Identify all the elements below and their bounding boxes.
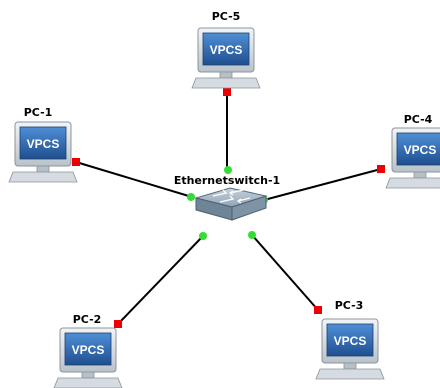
- port-status-down-indicator: [223, 88, 231, 96]
- link-pc4[interactable]: [263, 168, 382, 201]
- links: [75, 92, 382, 325]
- pc-4-label: PC-4: [404, 113, 433, 126]
- pc-5-label: PC-5: [212, 10, 241, 23]
- vpcs-screen-text: VPCS: [210, 43, 243, 57]
- pc-5-node[interactable]: VPCS: [191, 27, 261, 89]
- computer-icon: [315, 318, 385, 380]
- computer-icon: [8, 121, 78, 183]
- computer-icon: [385, 127, 440, 189]
- computer-icon: [191, 27, 261, 89]
- vpcs-screen-text: VPCS: [72, 343, 105, 357]
- pc-4-node[interactable]: VPCS: [385, 127, 440, 189]
- vpcs-screen-text: VPCS: [334, 334, 367, 348]
- pc-1-node[interactable]: VPCS: [8, 121, 78, 183]
- port-status-down-indicator: [114, 320, 122, 328]
- link-pc3[interactable]: [251, 234, 319, 311]
- vpcs-screen-text: VPCS: [404, 143, 437, 157]
- pc-2-node[interactable]: VPCS: [53, 327, 123, 388]
- port-status-up-indicator: [224, 166, 232, 174]
- pc-2-label: PC-2: [73, 313, 102, 326]
- port-status-down-indicator: [377, 165, 385, 173]
- port-status-up-indicator: [199, 232, 207, 240]
- ethernet-switch-node[interactable]: Ethernetswitch-1: [174, 174, 280, 221]
- computer-icon: [53, 327, 123, 388]
- vpcs-screen-text: VPCS: [27, 137, 60, 151]
- link-pc1[interactable]: [75, 161, 193, 198]
- link-pc2[interactable]: [117, 235, 204, 325]
- pc-1-label: PC-1: [24, 106, 53, 119]
- port-status-down-indicator: [72, 158, 80, 166]
- switch-label: Ethernetswitch-1: [174, 174, 280, 187]
- switch-icon: [194, 187, 268, 221]
- port-status-up-indicator: [248, 231, 256, 239]
- port-status-up-indicator: [187, 193, 195, 201]
- pc-3-node[interactable]: VPCS: [315, 318, 385, 380]
- port-status-down-indicator: [314, 306, 322, 314]
- pc-port-indicators: [72, 88, 385, 328]
- pc-3-label: PC-3: [335, 299, 364, 312]
